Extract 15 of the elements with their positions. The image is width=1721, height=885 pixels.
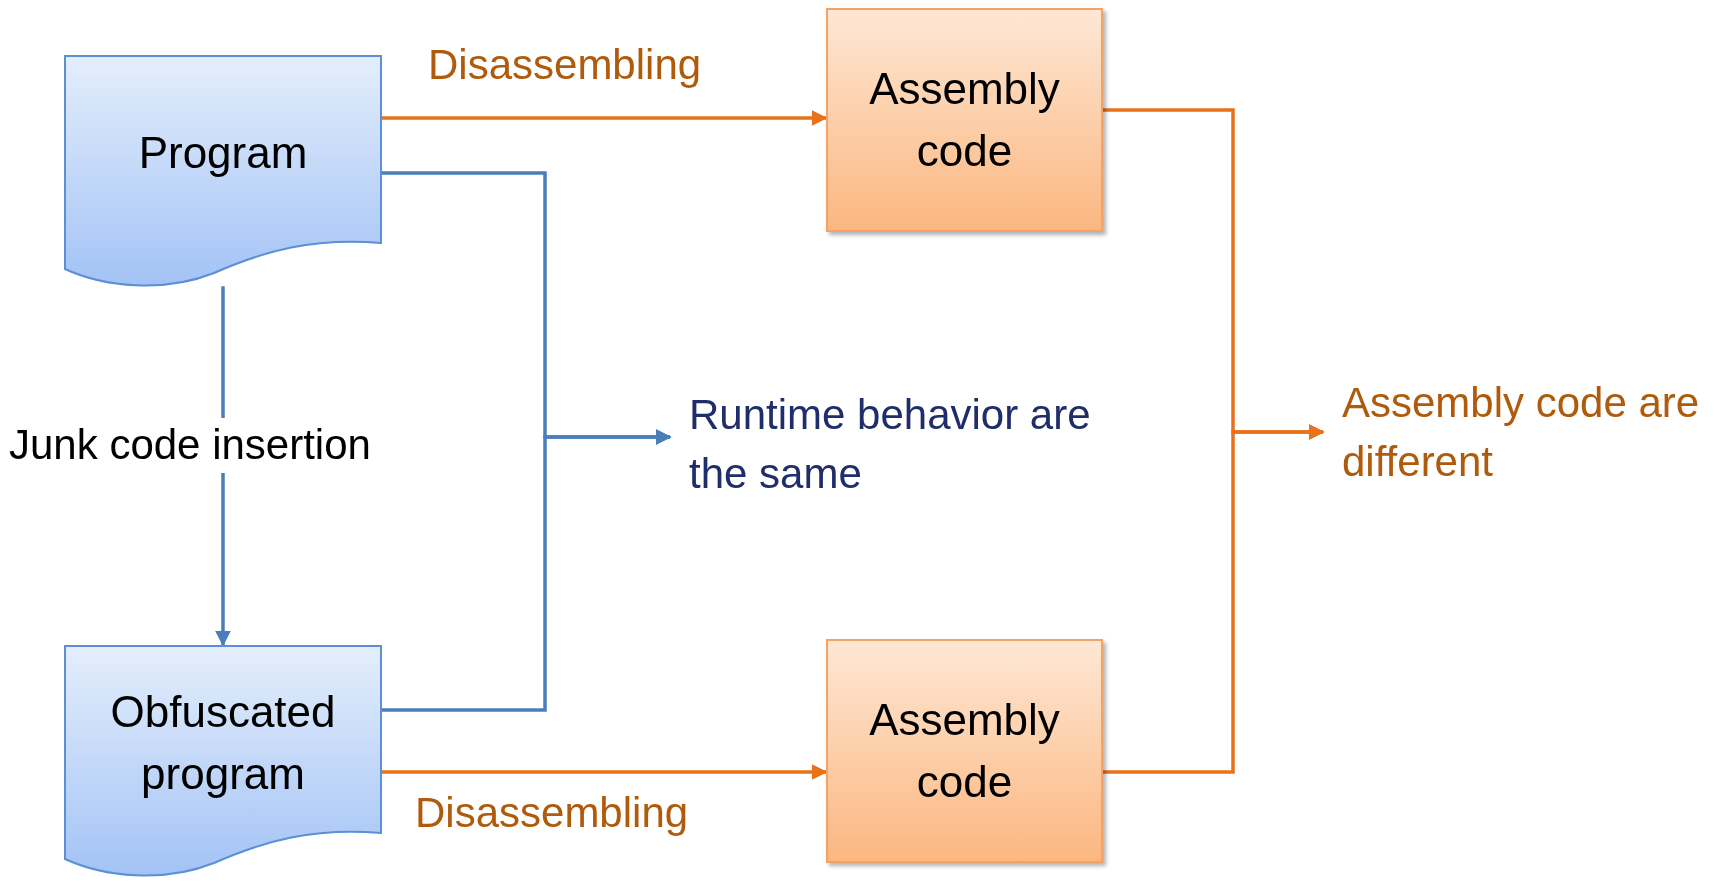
node-label: Assembly code <box>868 694 1061 808</box>
node-label: Program <box>138 127 308 180</box>
node-label: Runtime behavior are the same <box>689 390 1092 499</box>
process-box <box>826 639 1103 863</box>
node-label: Assembly code are different <box>1342 378 1701 487</box>
edge-label: Disassembling <box>415 788 689 838</box>
arrow <box>382 429 672 712</box>
node-label: Assembly code <box>868 63 1061 177</box>
arrow <box>382 764 828 780</box>
process-box <box>826 8 1103 232</box>
edge-label: Junk code insertion <box>9 418 371 473</box>
edge-label: Disassembling <box>428 40 702 90</box>
arrow <box>1103 424 1325 774</box>
node-label: Obfuscated program <box>109 686 337 800</box>
arrow <box>382 110 828 126</box>
